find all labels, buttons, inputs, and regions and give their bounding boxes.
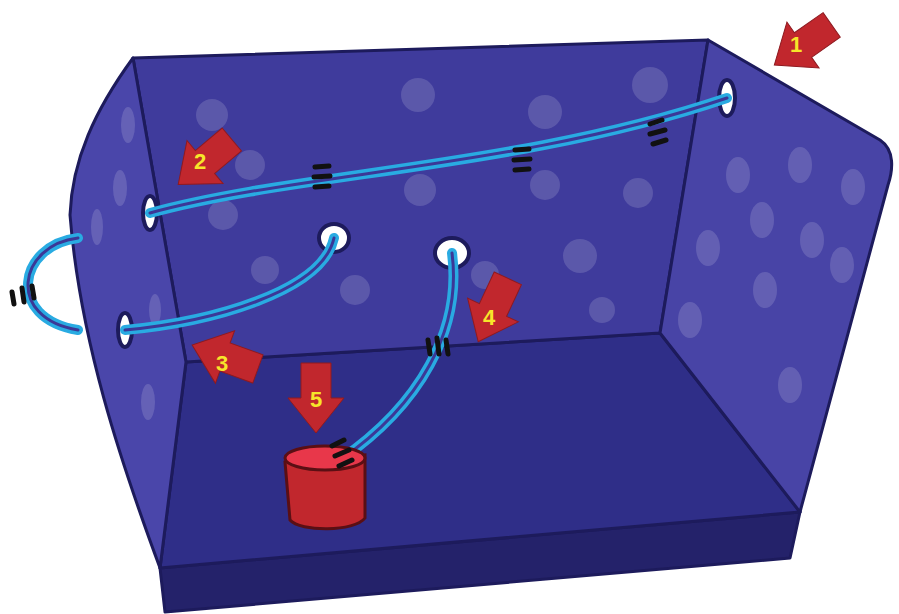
holes [118,80,735,347]
wall-dots [91,67,865,420]
callout-number: 1 [790,34,802,56]
tube-ties [12,120,666,466]
callout-number: 3 [216,353,228,375]
callout-arrows [160,2,848,433]
callout-number: 2 [194,151,206,173]
box [70,40,892,612]
box-left-wall [70,58,186,568]
tubes [28,98,727,460]
callout-number: 5 [310,389,322,411]
callout-number: 4 [483,307,495,329]
